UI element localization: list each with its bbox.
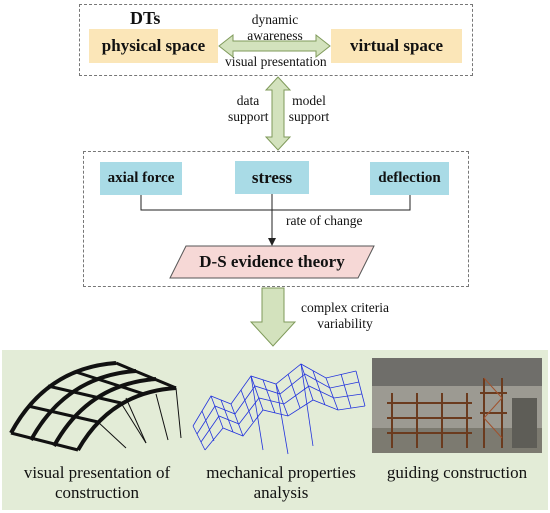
deflection-box: deflection — [370, 162, 449, 195]
roof-truss-image — [6, 358, 186, 453]
model-support-label: model support — [288, 93, 330, 124]
virtual-space-box: virtual space — [331, 29, 462, 63]
caption-visual-presentation: visual presentation of construction — [23, 463, 171, 502]
axial-force-box: axial force — [100, 162, 182, 195]
ds-theory-text: D-S evidence theory — [199, 252, 345, 271]
construction-photo — [372, 358, 542, 453]
ds-theory-box — [169, 245, 375, 279]
evaluation-container — [83, 151, 469, 287]
data-support-label: data support — [228, 93, 269, 124]
down-arrow — [249, 287, 297, 347]
stress-box: stress — [235, 161, 309, 194]
connector-arrowhead — [268, 238, 276, 246]
visual-presentation-label: visual presentation — [225, 54, 327, 69]
dt-container — [79, 4, 473, 76]
physical-virtual-double-arrow — [218, 33, 331, 59]
support-double-arrow — [264, 76, 292, 151]
dt-title: DTs — [130, 8, 161, 28]
dynamic-awareness-label: dynamic awareness — [247, 12, 303, 43]
caption-mechanical-analysis: mechanical properties analysis — [206, 463, 356, 502]
caption-guiding-construction: guiding construction — [386, 463, 528, 482]
complex-criteria-label: complex criteria variability — [300, 300, 390, 331]
rate-of-change-label: rate of change — [286, 213, 363, 228]
metric-connector — [140, 194, 411, 240]
physical-space-box: physical space — [89, 29, 218, 63]
mesh-analysis-image — [191, 356, 367, 458]
